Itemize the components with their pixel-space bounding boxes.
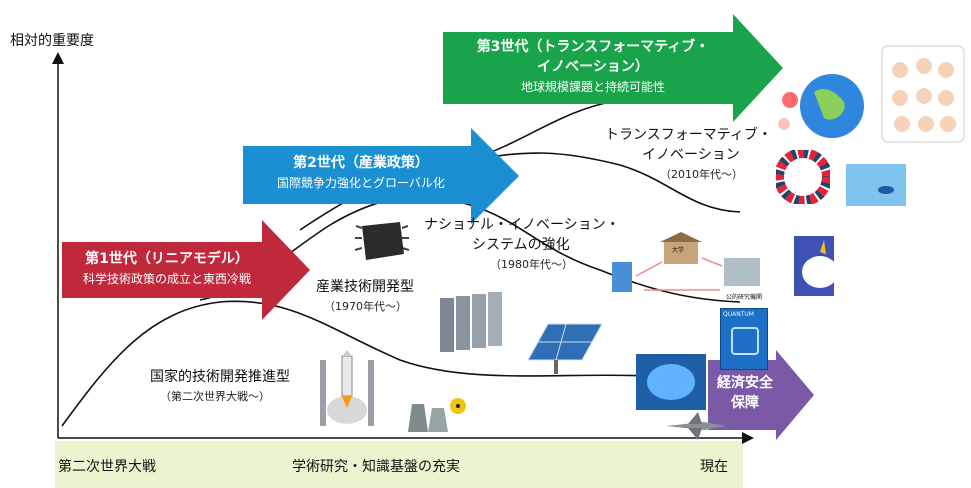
server-rack-icon bbox=[440, 292, 502, 352]
gen1-arrow: 第1世代（リニアモデル） 科学技術政策の成立と東西冷戦 bbox=[62, 220, 310, 320]
quantum-computer-icon: QUANTUM bbox=[720, 308, 768, 370]
security-arrow: 経済安全 保障 bbox=[708, 350, 814, 440]
curve-industry bbox=[199, 196, 741, 303]
x-axis-band bbox=[55, 441, 743, 488]
transform-era: （2010年代～） bbox=[660, 168, 743, 181]
nis-network-icon bbox=[612, 232, 760, 292]
x-label-end: 現在 bbox=[700, 459, 728, 475]
fighter-jet-icon bbox=[666, 412, 726, 440]
state-era: （第二次世界大戦～） bbox=[160, 390, 270, 403]
x-label-start: 第二次世界大戦 bbox=[58, 459, 156, 475]
industry-era: （1970年代～） bbox=[324, 300, 407, 313]
nis-era: （1980年代～） bbox=[490, 258, 573, 271]
security-line2: 保障 bbox=[731, 395, 759, 411]
security-line1: 経済安全 bbox=[717, 375, 773, 391]
gen2-subtitle: 国際競争力強化とグローバル化 bbox=[277, 176, 445, 190]
melting-ice-icon bbox=[846, 152, 906, 206]
gen1-subtitle: 科学技術政策の成立と東西冷戦 bbox=[82, 272, 251, 286]
gen1-title: 第1世代（リニアモデル） bbox=[85, 251, 249, 267]
solar-panel-icon bbox=[527, 323, 603, 374]
transform-label-line2: イノベーション bbox=[642, 147, 740, 163]
curve-state bbox=[61, 300, 651, 427]
x-label-mid: 学術研究・知識基盤の充実 bbox=[292, 459, 460, 475]
nuclear-plant-icon bbox=[408, 398, 466, 432]
hot-earth-icon bbox=[778, 74, 864, 138]
microchip-icon bbox=[354, 222, 410, 260]
university-label: 大学 bbox=[672, 247, 685, 254]
gen3-subtitle: 地球規模課題と持続可能性 bbox=[520, 80, 665, 94]
rocket-launch-icon bbox=[320, 350, 374, 426]
unicorn-building-icon bbox=[794, 236, 838, 296]
gen3-arrow: 第3世代（トランスフォーマティブ・ イノベーション） 地球規模課題と持続可能性 bbox=[443, 14, 783, 122]
gen2-arrow: 第2世代（産業政策） 国際競争力強化とグローバル化 bbox=[243, 128, 519, 224]
ai-brain-icon bbox=[636, 354, 706, 410]
sdgs-wheel-icon bbox=[776, 150, 830, 204]
nis-label-line2: システムの強化 bbox=[472, 237, 570, 253]
gen2-title: 第2世代（産業政策） bbox=[293, 155, 429, 171]
quantum-label: QUANTUM bbox=[723, 311, 754, 318]
state-label: 国家的技術開発推進型 bbox=[150, 369, 290, 385]
aging-population-icon bbox=[881, 45, 965, 143]
nis-label-line1: ナショナル・イノベーション・ bbox=[424, 217, 620, 233]
public-lab-label: 公的研究機関 bbox=[726, 294, 763, 301]
gen3-title-line2: イノベーション） bbox=[537, 59, 649, 75]
industry-label: 産業技術開発型 bbox=[316, 279, 414, 295]
gen3-title-line1: 第3世代（トランスフォーマティブ・ bbox=[476, 39, 710, 55]
y-axis-label: 相対的重要度 bbox=[10, 33, 94, 49]
transform-label-line1: トランスフォーマティブ・ bbox=[605, 127, 772, 143]
